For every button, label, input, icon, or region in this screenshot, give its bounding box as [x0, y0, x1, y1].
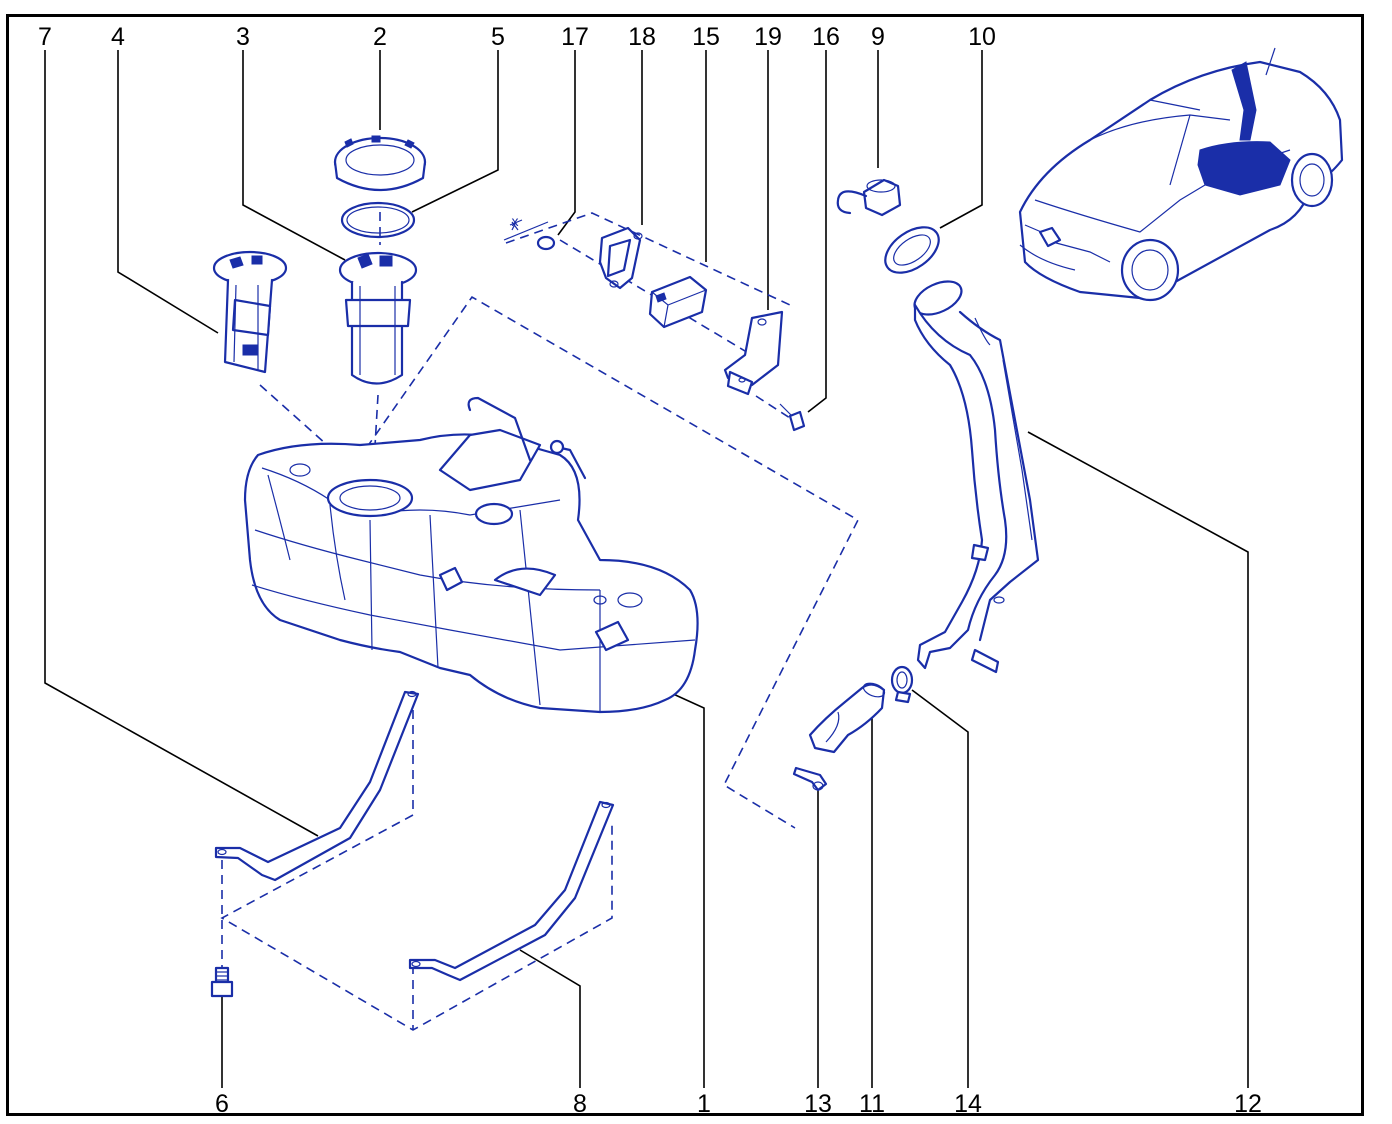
screw [779, 403, 806, 432]
fuel-pump-module [338, 251, 418, 385]
seal-ring [340, 201, 416, 239]
label-part-19: 19 [754, 23, 782, 51]
fuel-tank [243, 396, 699, 714]
label-part-6: 6 [215, 1090, 229, 1118]
fuel-level-sender [212, 250, 288, 374]
strap-bolt [210, 966, 234, 998]
label-part-18: 18 [628, 23, 656, 51]
connecting-hose [808, 682, 886, 754]
strap-front [214, 690, 420, 882]
hose-clamp [890, 665, 914, 704]
filler-gasket [884, 226, 940, 274]
dimension-marker-x: x [512, 213, 519, 229]
label-part-15: 15 [692, 23, 720, 51]
locking-ring [333, 135, 427, 192]
control-module [648, 275, 708, 329]
strap-rear [408, 800, 615, 982]
label-part-5: 5 [491, 23, 505, 51]
label-part-3: 3 [236, 23, 250, 51]
label-part-16: 16 [812, 23, 840, 51]
label-part-10: 10 [968, 23, 996, 51]
label-part-17: 17 [561, 23, 589, 51]
label-part-2: 2 [373, 23, 387, 51]
part-number-labels: 7 4 3 2 5 17 18 15 19 16 9 10 6 8 1 13 1… [38, 23, 1262, 1118]
label-part-1: 1 [697, 1090, 711, 1118]
bracket [598, 226, 643, 290]
label-part-13: 13 [804, 1090, 832, 1118]
fuel-filler-cap [836, 178, 902, 217]
nut: x [503, 213, 556, 251]
label-part-9: 9 [871, 23, 885, 51]
mounting-plate [723, 310, 784, 396]
label-part-7: 7 [38, 23, 52, 51]
label-part-4: 4 [111, 23, 125, 51]
label-part-8: 8 [573, 1090, 587, 1118]
hose-clip [792, 766, 828, 792]
label-part-11: 11 [859, 1090, 885, 1118]
label-part-14: 14 [954, 1090, 982, 1118]
filler-pipe [913, 280, 1040, 674]
label-part-12: 12 [1234, 1090, 1262, 1118]
vehicle-location-inset [1018, 47, 1344, 302]
